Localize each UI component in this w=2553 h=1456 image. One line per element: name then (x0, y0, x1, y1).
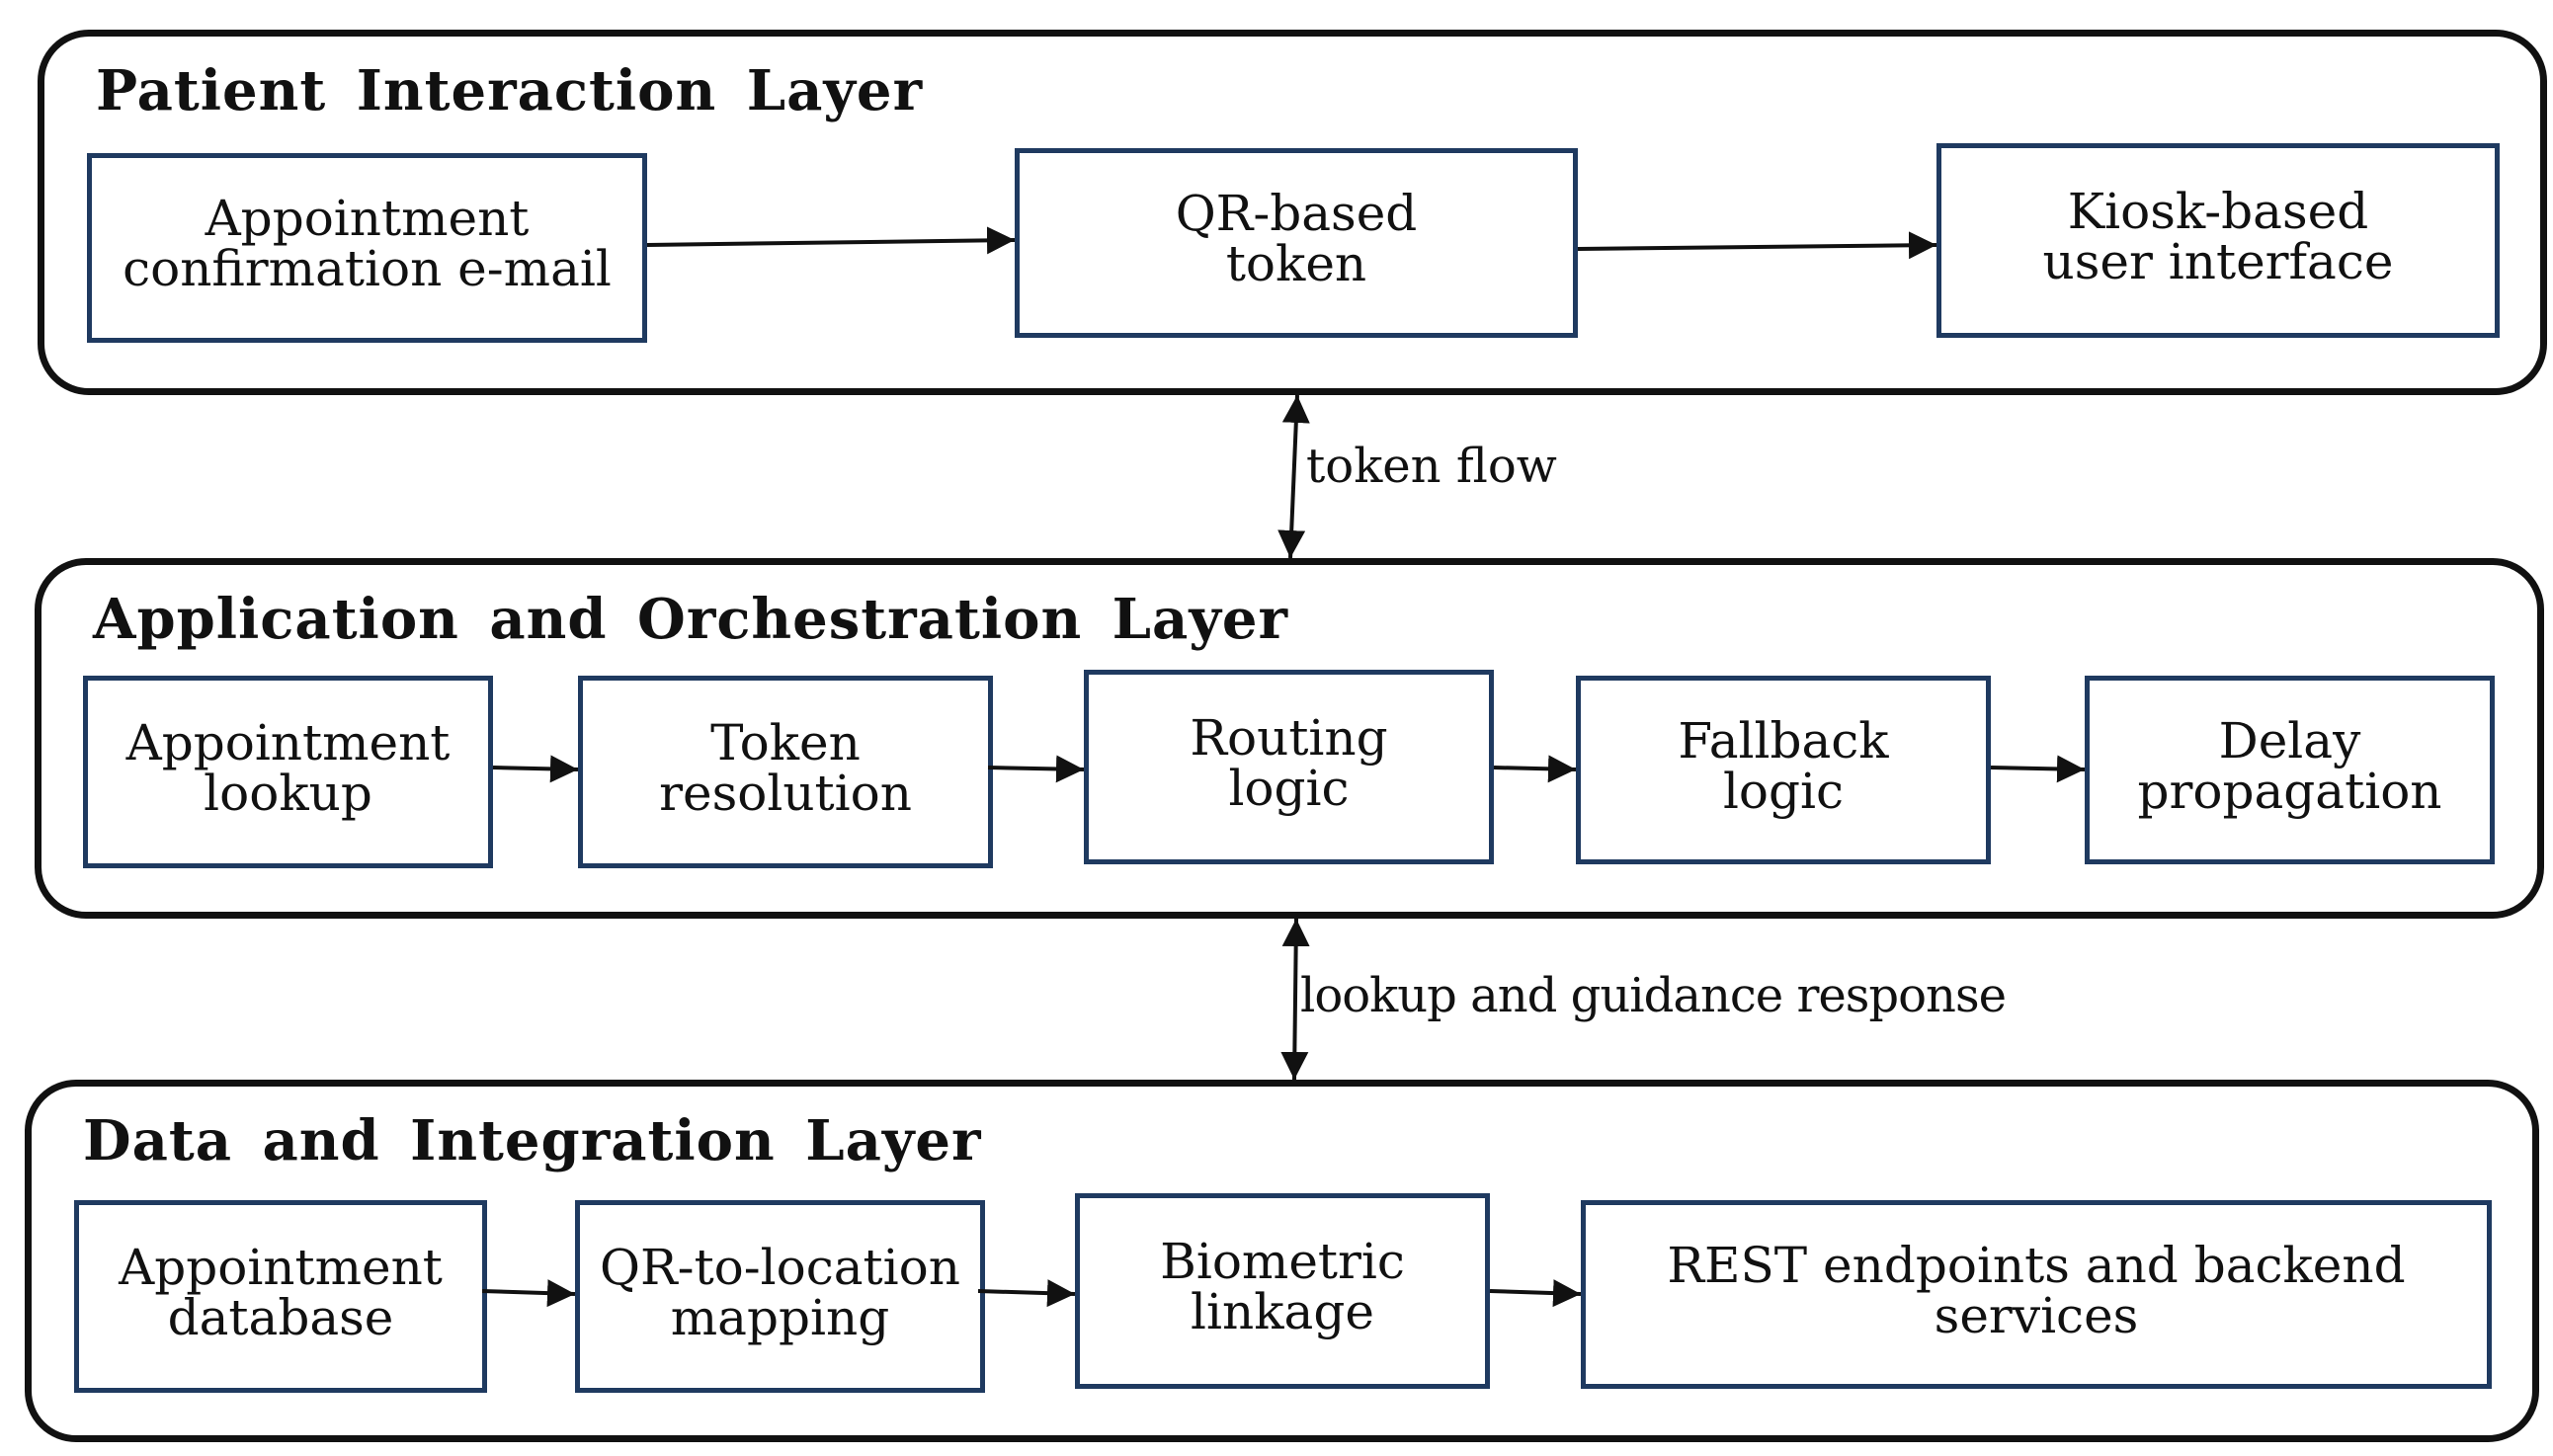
lookup-guidance-response-label: lookup and guidance response (1300, 968, 2007, 1023)
delay-propagation-label: Delay propagation (2137, 711, 2442, 820)
kiosk-based-ui-box: Kiosk-based user interface (1936, 143, 2500, 338)
token-flow-label: token flow (1306, 439, 1557, 494)
appointment-lookup-label: Appointment lookup (125, 713, 451, 822)
appointment-database-label: Appointment database (119, 1238, 443, 1346)
biometric-linkage-box: Biometric linkage (1075, 1193, 1490, 1389)
qr-based-token-box: QR-based token (1015, 148, 1578, 338)
biometric-linkage-label: Biometric linkage (1160, 1233, 1405, 1340)
kiosk-based-ui-label: Kiosk-based user interface (2042, 182, 2394, 290)
token-resolution-label: Token resolution (659, 713, 912, 822)
delay-propagation-box: Delay propagation (2085, 676, 2495, 864)
qr-to-location-mapping-label: QR-to-location mapping (600, 1238, 960, 1346)
appointment-lookup-box: Appointment lookup (83, 676, 493, 868)
qr-to-location-mapping-box: QR-to-location mapping (575, 1200, 985, 1393)
arrow-patient-application-bidirectional (1277, 394, 1310, 559)
data-layer-title: Data and Integration Layer (83, 1108, 982, 1173)
arrow-application-data-bidirectional (1280, 918, 1310, 1081)
application-layer-title: Application and Orchestration Layer (93, 587, 1288, 652)
qr-based-token-label: QR-based token (1175, 185, 1418, 292)
fallback-logic-label: Fallback logic (1678, 711, 1889, 820)
patient-layer-title: Patient Interaction Layer (96, 58, 924, 123)
appointment-confirmation-email-label: Appointment confirmation e-mail (123, 190, 612, 297)
rest-endpoints-label: REST endpoints and backend services (1667, 1236, 2406, 1344)
appointment-confirmation-email-box: Appointment confirmation e-mail (87, 153, 647, 343)
routing-logic-label: Routing logic (1190, 708, 1388, 817)
fallback-logic-box: Fallback logic (1576, 676, 1991, 864)
token-resolution-box: Token resolution (578, 676, 993, 868)
rest-endpoints-box: REST endpoints and backend services (1581, 1200, 2492, 1389)
appointment-database-box: Appointment database (74, 1200, 487, 1393)
routing-logic-box: Routing logic (1084, 670, 1494, 864)
